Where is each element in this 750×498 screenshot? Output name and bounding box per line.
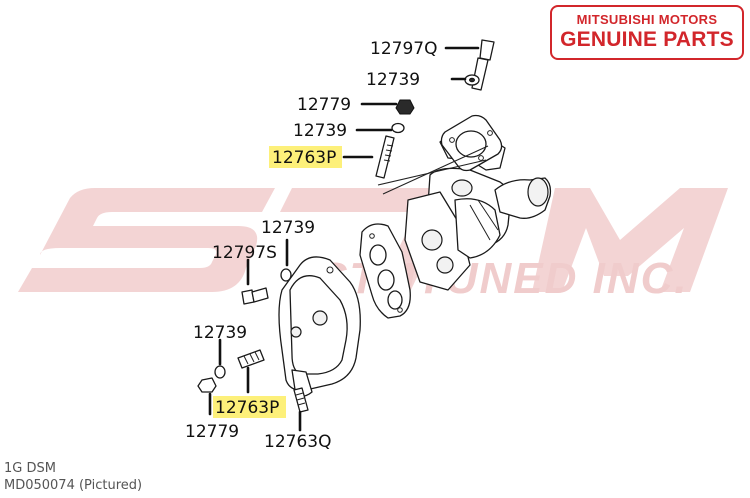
stud-12763P-top [375,135,395,179]
caption: 1G DSM MD050074 (Pictured) [4,460,142,494]
label-12763Q: 12763Q [264,432,331,452]
label-12779-low: 12779 [185,422,239,442]
label-12739-right: 12739 [261,218,315,238]
caption-model: 1G DSM [4,461,56,476]
badge-title: GENUINE PARTS [560,28,734,51]
washer-12739-mid [391,122,405,134]
label-12797S: 12797S [212,243,277,263]
label-12739-mid: 12739 [293,121,347,141]
highlight-12763P-top [269,146,342,168]
washer-hole [469,77,475,83]
washer-12739-low [214,365,226,379]
stud-12763Q [293,387,309,413]
label-12763P-top: 12763P [272,148,336,168]
label-12739-low: 12739 [193,323,247,343]
nut-12779-top [395,99,415,115]
label-12763P-low: 12763P [215,398,279,418]
nut-12779-low [197,377,217,393]
label-12779-top: 12779 [297,95,351,115]
stud-12763P-low [237,349,265,369]
caption-part-number: MD050074 (Pictured) [4,478,143,493]
badge-brand: MITSUBISHI MOTORS [576,12,718,27]
pointer-lines [377,145,489,195]
label-12797Q: 12797Q [370,39,437,59]
label-12739-top: 12739 [366,70,420,90]
bolt-12797S [241,287,269,305]
highlight-12763P-low [213,396,286,418]
lower-gasket [359,223,411,319]
leader-lines [208,46,480,432]
washer-12739-right [280,268,292,282]
genuine-parts-badge: MITSUBISHI MOTORS GENUINE PARTS [550,5,744,60]
